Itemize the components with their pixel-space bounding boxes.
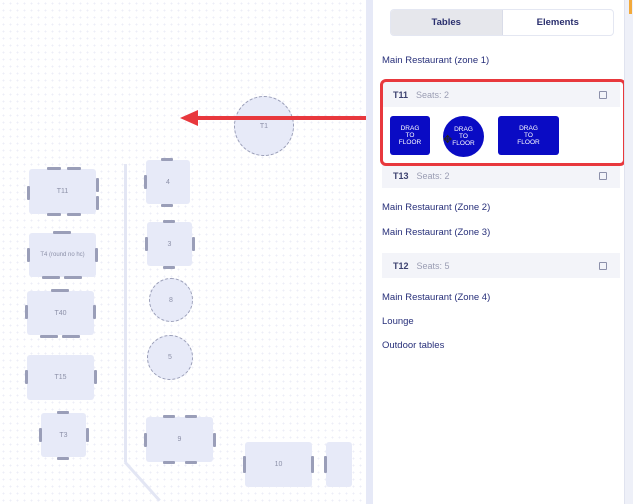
table-9[interactable]: 9 [146, 417, 213, 462]
table-label: T11 [56, 188, 69, 195]
tables-panel: Tables Elements Main Restaurant (zone 1)… [373, 0, 624, 504]
table-T15[interactable]: T15 [27, 355, 94, 400]
seat [53, 231, 71, 234]
seat [243, 456, 246, 473]
drag-shape-square[interactable]: DRAG TO FLOOR [390, 116, 430, 155]
table-label: 4 [166, 178, 170, 186]
seat [311, 456, 314, 473]
drag-shape-round[interactable]: DRAG TO FLOOR [443, 116, 484, 157]
seat [86, 428, 89, 442]
table-seats: Seats: 5 [416, 260, 450, 271]
table-unnamed[interactable] [326, 442, 352, 487]
table-T4[interactable]: T4 (round no hc) [29, 233, 96, 277]
panel-scrollbar[interactable] [624, 0, 633, 504]
table-3[interactable]: 3 [147, 222, 192, 266]
seat [67, 167, 81, 170]
table-10[interactable]: 10 [245, 442, 312, 487]
zone-outdoor-tables[interactable]: Outdoor tables [382, 340, 445, 351]
seat [96, 178, 99, 192]
table-name: T12 [393, 260, 409, 271]
table-name: T13 [393, 170, 409, 181]
seat [40, 335, 58, 338]
seat [163, 415, 175, 418]
seat [163, 266, 175, 269]
tab-elements[interactable]: Elements [536, 17, 579, 28]
table-name: T11 [393, 89, 409, 100]
table-T1[interactable]: T1 [234, 96, 294, 156]
table-label: 10 [274, 461, 283, 468]
table-row-T12[interactable]: T12 Seats: 5 [382, 253, 620, 278]
seat [62, 335, 80, 338]
seat [25, 305, 28, 319]
seat [96, 196, 99, 210]
seat [163, 220, 175, 223]
table-4[interactable]: 4 [146, 160, 190, 204]
tab-tables[interactable]: Tables [391, 10, 503, 35]
annotation-arrow [196, 116, 374, 120]
table-T11[interactable]: T11 [29, 169, 96, 214]
zone-main-restaurant-1[interactable]: Main Restaurant (zone 1) [382, 55, 490, 66]
annotation-arrow-head [180, 110, 198, 126]
table-label: 8 [169, 296, 173, 304]
wall-vertical [124, 164, 127, 462]
seat [27, 248, 30, 262]
table-seats: Seats: 2 [416, 89, 450, 100]
seat [163, 461, 175, 464]
seat [213, 433, 216, 447]
seat [27, 186, 30, 200]
seat [144, 175, 147, 189]
zone-main-restaurant-3[interactable]: Main Restaurant (Zone 3) [382, 227, 491, 238]
seat [93, 305, 96, 319]
floor-plan-canvas[interactable]: T1 T11 T4 (round no hc) T40 T15 T3 4 [0, 0, 366, 504]
panel-divider [366, 0, 373, 504]
seat [64, 276, 82, 279]
seat [161, 204, 173, 207]
scrollbar-thumb[interactable] [629, 0, 632, 14]
seat [47, 213, 61, 216]
seat [57, 457, 69, 460]
seat [42, 276, 60, 279]
annotation-highlight-box [380, 79, 626, 166]
zone-main-restaurant-4[interactable]: Main Restaurant (Zone 4) [382, 292, 491, 303]
seat [51, 289, 69, 292]
table-label: T3 [59, 431, 68, 439]
drag-shape-wide[interactable]: DRAG TO FLOOR [498, 116, 559, 155]
table-label: T15 [54, 374, 67, 381]
seat [25, 370, 28, 384]
table-label: 3 [167, 240, 172, 248]
seat [145, 237, 148, 251]
seat [161, 158, 173, 161]
seat [57, 411, 69, 414]
table-label: T40 [54, 309, 67, 317]
seat [94, 370, 97, 384]
seat [185, 461, 197, 464]
table-checkbox[interactable] [599, 262, 607, 270]
seat [95, 248, 98, 262]
table-label: T1 [259, 122, 269, 130]
table-checkbox[interactable] [599, 172, 607, 180]
wall-diagonal [123, 461, 161, 502]
table-8[interactable]: 8 [149, 278, 193, 322]
zone-main-restaurant-2[interactable]: Main Restaurant (Zone 2) [382, 202, 491, 213]
seat [67, 213, 81, 216]
seat [185, 415, 197, 418]
table-checkbox[interactable] [599, 91, 607, 99]
seat [47, 167, 61, 170]
seat [39, 428, 42, 442]
table-T40[interactable]: T40 [27, 291, 94, 335]
table-row-T13[interactable]: T13 Seats: 2 [382, 163, 620, 188]
table-label: T4 (round no hc) [40, 252, 85, 258]
table-row-T11[interactable]: T11 Seats: 2 [382, 82, 620, 107]
table-seats: Seats: 2 [416, 170, 450, 181]
table-5[interactable]: 5 [147, 335, 193, 380]
panel-tabs: Tables Elements [390, 9, 614, 36]
zone-lounge[interactable]: Lounge [382, 316, 414, 327]
seat [144, 433, 147, 447]
table-label: 5 [168, 354, 172, 361]
move-cursor-icon: ✥ [443, 134, 453, 146]
seat [324, 456, 327, 473]
table-label: 9 [177, 436, 182, 443]
seat [192, 237, 195, 251]
table-T3[interactable]: T3 [41, 413, 86, 457]
